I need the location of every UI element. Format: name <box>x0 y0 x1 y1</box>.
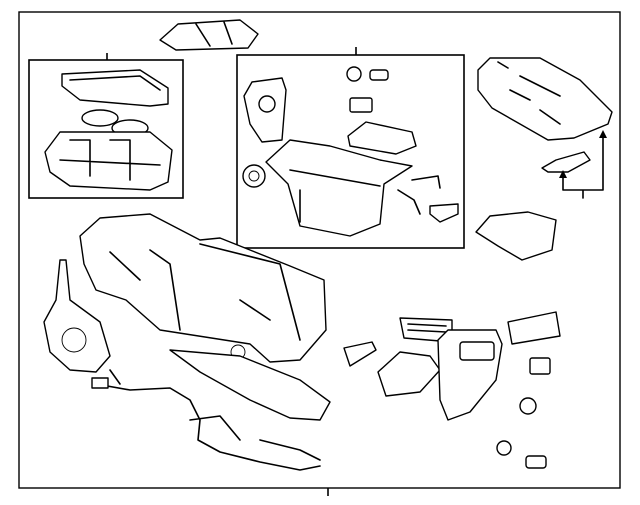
armrest-group <box>475 57 613 261</box>
cup-holder-tray <box>44 131 173 191</box>
bulb <box>496 440 512 456</box>
power-outlet <box>242 164 266 188</box>
armrest-lid <box>477 57 613 141</box>
right-side-components <box>343 311 561 469</box>
wire-harness-small <box>397 175 441 215</box>
plug-3 <box>525 455 547 469</box>
shifter-assembly <box>43 259 111 373</box>
cup-holder-group <box>28 53 184 199</box>
console-body <box>79 213 331 421</box>
cup-holder-lid <box>61 69 169 107</box>
cup-ring-left <box>81 109 119 127</box>
wiring-harness <box>95 369 321 471</box>
bracket <box>343 341 377 367</box>
clip <box>429 203 459 223</box>
plug-1 <box>346 66 362 82</box>
console-trim-strip <box>169 349 331 421</box>
climate-control-panel <box>507 311 561 345</box>
diagram-frame <box>18 11 621 489</box>
storage-mat <box>347 121 417 155</box>
switch-2 <box>529 357 551 375</box>
switch <box>349 97 373 113</box>
trim-plate-detail <box>195 21 233 47</box>
armrest-hinge <box>541 151 591 173</box>
armrest-pad <box>475 211 557 261</box>
console-storage-group <box>236 47 465 249</box>
shifter-trim-plate <box>159 19 259 51</box>
usb-port <box>519 397 537 415</box>
vent-housing <box>377 351 441 397</box>
connector <box>91 377 109 389</box>
storage-bin <box>265 139 413 237</box>
plug-2 <box>369 69 389 81</box>
